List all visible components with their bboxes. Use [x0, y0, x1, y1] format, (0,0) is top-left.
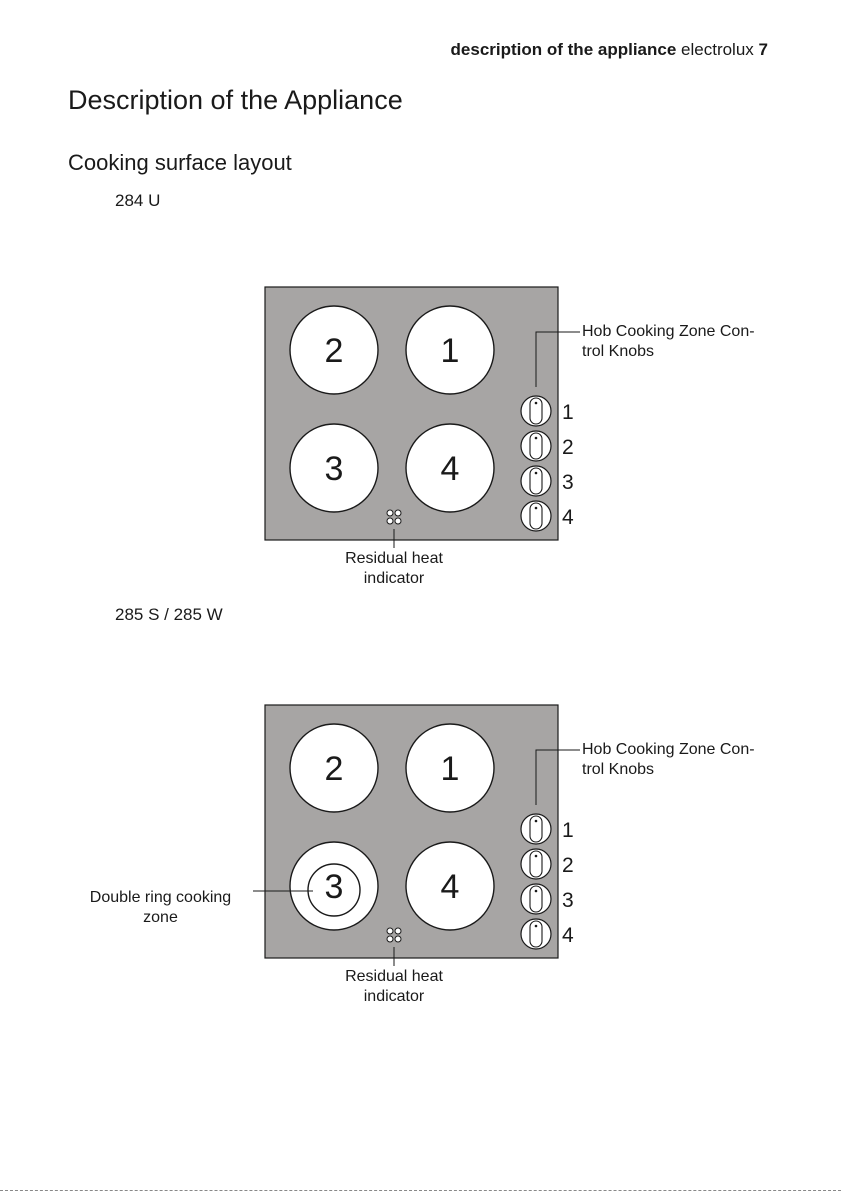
running-head-section: description of the appliance	[451, 40, 677, 59]
control-knob	[521, 466, 551, 496]
knob-marker	[535, 507, 538, 510]
indicator-dot	[395, 936, 401, 942]
knob-number: 3	[562, 471, 574, 494]
knob-marker	[535, 855, 538, 858]
page-number: 7	[759, 40, 768, 59]
control-knob	[521, 849, 551, 879]
indicator-dot	[395, 518, 401, 524]
zone-number: 2	[325, 750, 344, 788]
indicator-dot	[387, 936, 393, 942]
knob-number: 4	[562, 924, 574, 947]
zone-number: 4	[441, 450, 460, 488]
zone-number: 3	[325, 868, 344, 906]
zone-number: 4	[441, 868, 460, 906]
control-knob	[521, 501, 551, 531]
indicator-dot	[395, 928, 401, 934]
knob-marker	[535, 402, 538, 405]
page-title: Description of the Appliance	[68, 85, 403, 116]
running-head-brand: electrolux	[681, 40, 754, 59]
knob-number: 3	[562, 889, 574, 912]
knob-marker	[535, 925, 538, 928]
knobs-label: Hob Cooking Zone Con-trol Knobs	[582, 322, 772, 362]
indicator-dot	[387, 928, 393, 934]
section-title: Cooking surface layout	[68, 150, 292, 176]
zone-number: 3	[325, 450, 344, 488]
knob-number: 4	[562, 506, 574, 529]
knob-marker	[535, 472, 538, 475]
running-head: description of the appliance electrolux …	[451, 40, 768, 60]
control-knob	[521, 814, 551, 844]
knob-marker	[535, 890, 538, 893]
indicator-dot	[387, 510, 393, 516]
control-knob	[521, 396, 551, 426]
zone-number: 2	[325, 332, 344, 370]
model-label: 284 U	[115, 191, 160, 211]
control-knob	[521, 884, 551, 914]
model-label: 285 S / 285 W	[115, 605, 223, 625]
knob-number: 2	[562, 854, 574, 877]
knob-marker	[535, 820, 538, 823]
zone-number: 1	[441, 332, 460, 370]
zone-number: 1	[441, 750, 460, 788]
control-knob	[521, 919, 551, 949]
knob-number: 1	[562, 401, 574, 424]
knob-number: 1	[562, 819, 574, 842]
indicator-dot	[387, 518, 393, 524]
control-knob	[521, 431, 551, 461]
indicator-dot	[395, 510, 401, 516]
knobs-label: Hob Cooking Zone Con-trol Knobs	[582, 740, 772, 780]
knob-marker	[535, 437, 538, 440]
page-bottom-rule	[0, 1190, 841, 1191]
knob-number: 2	[562, 436, 574, 459]
